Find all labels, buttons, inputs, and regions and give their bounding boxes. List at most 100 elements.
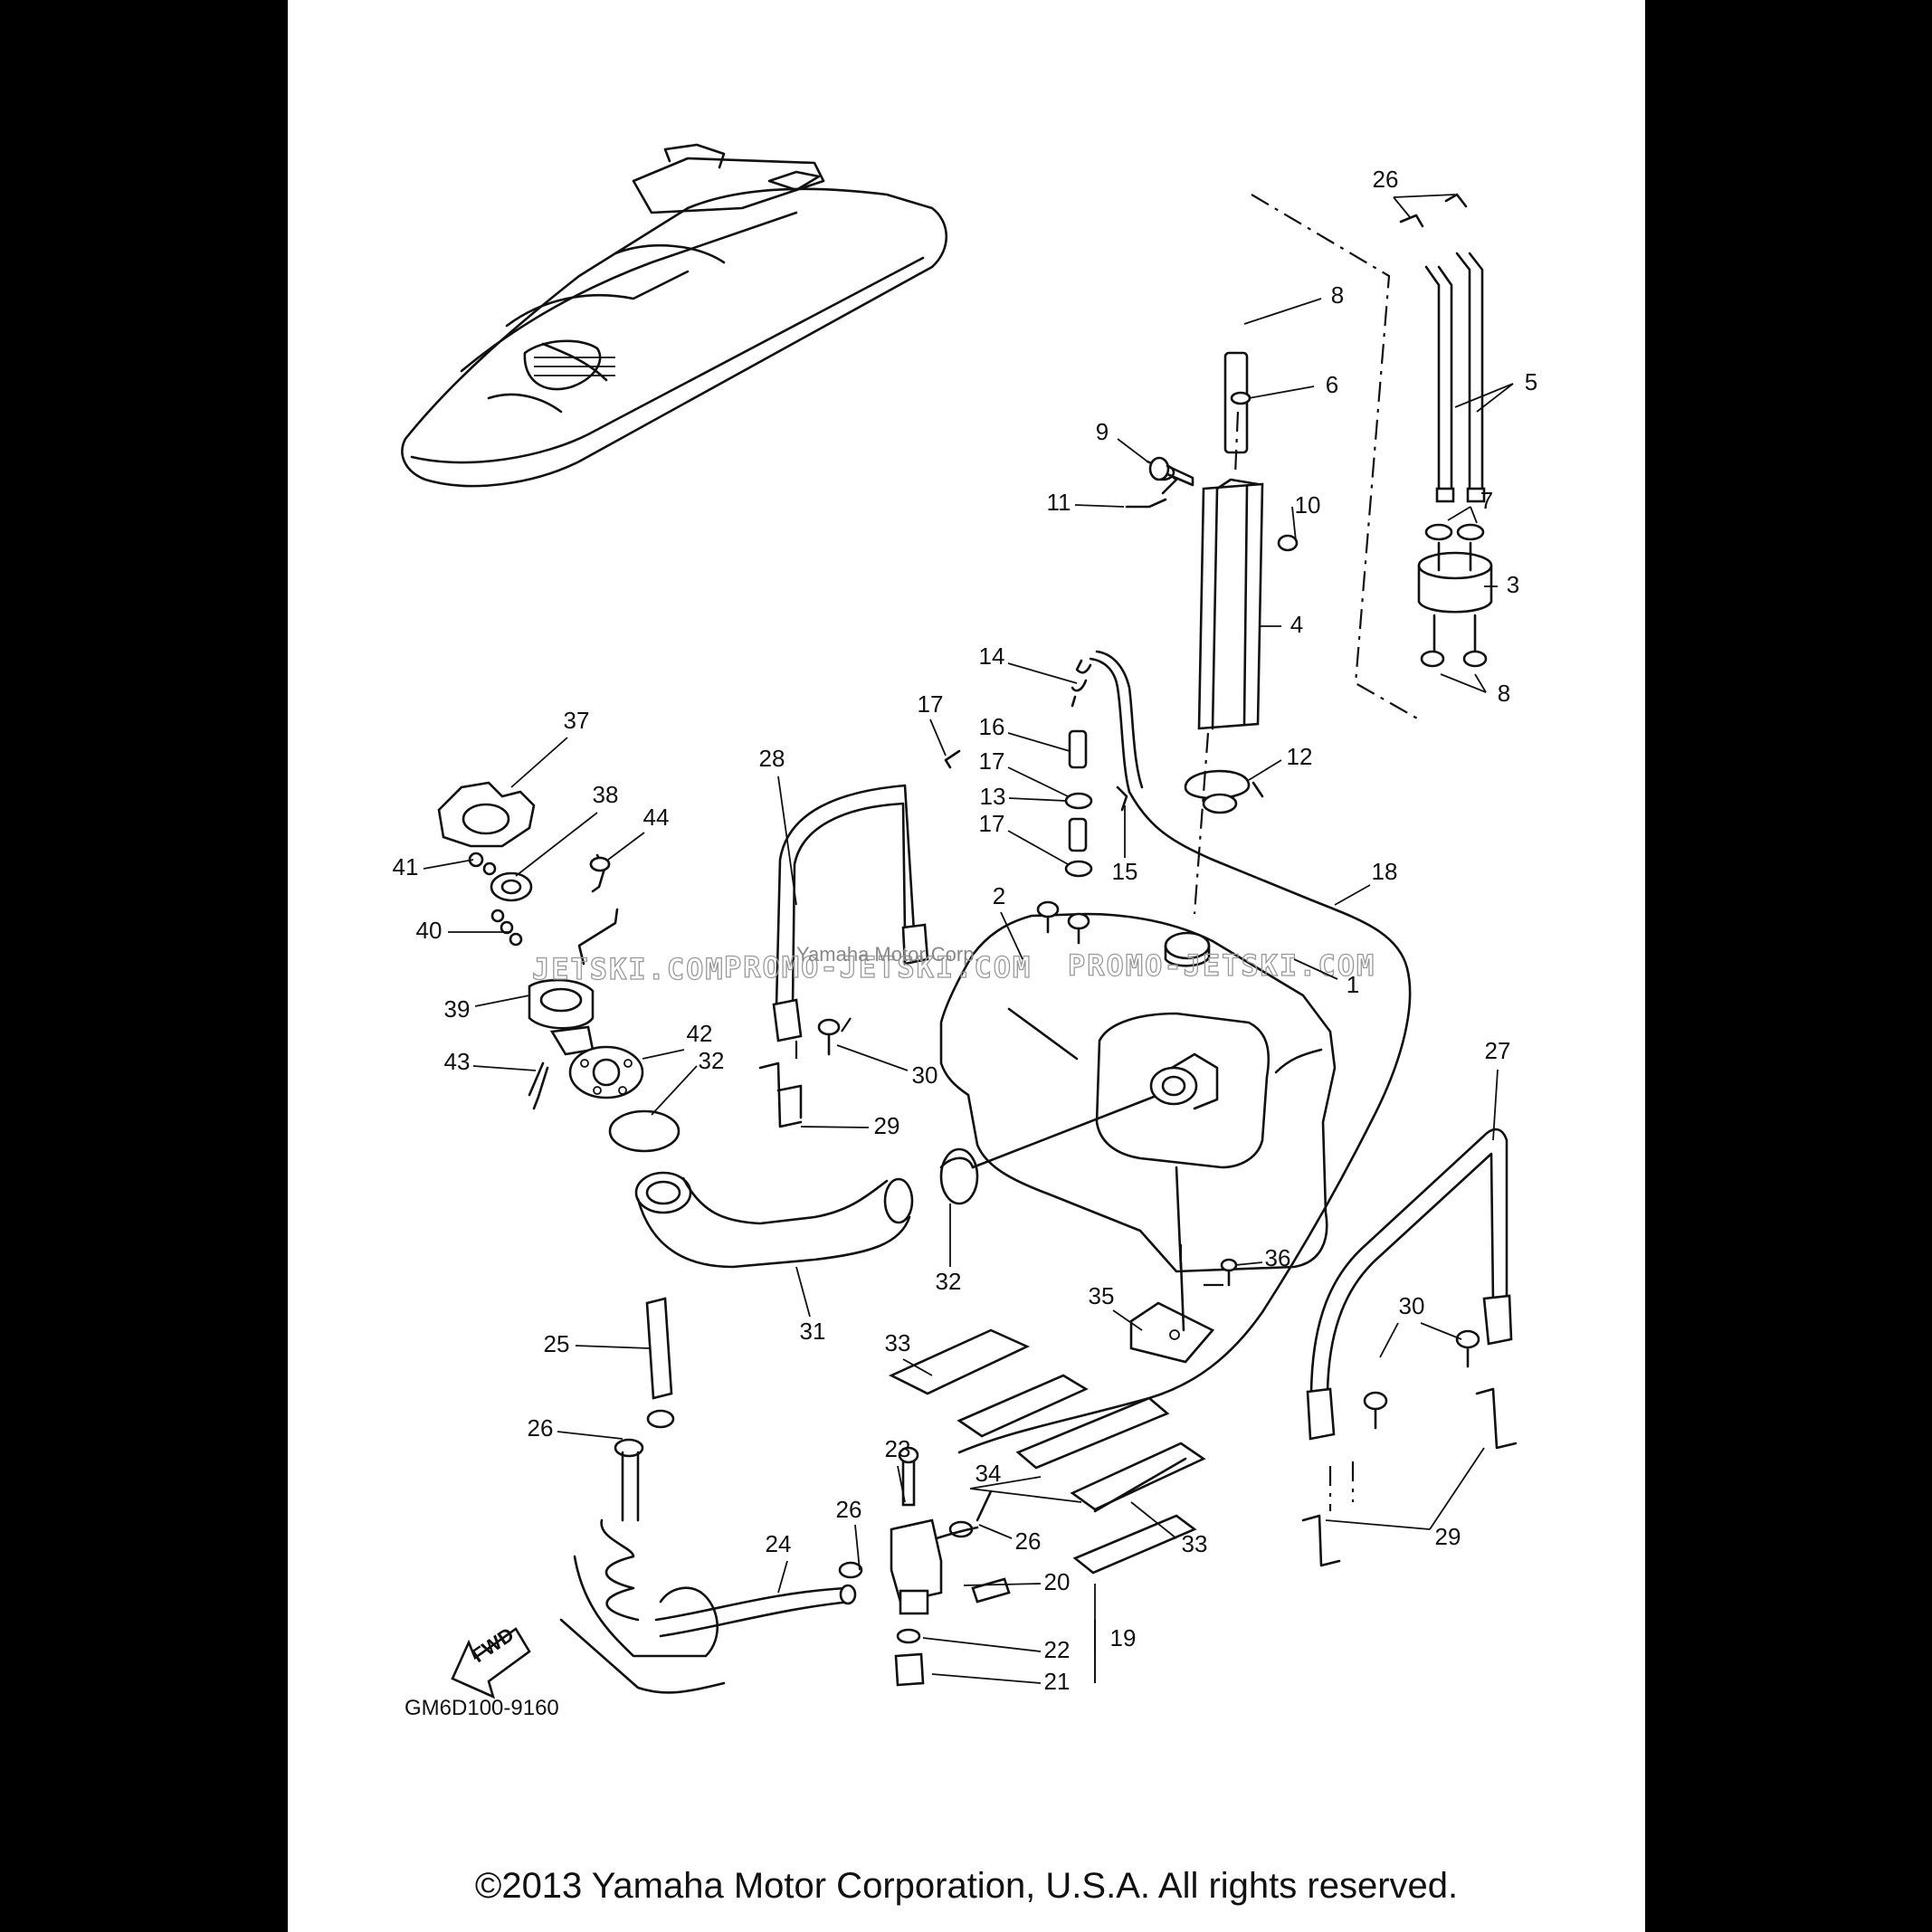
leader-line (472, 1065, 537, 1071)
breather-hose-set (944, 659, 1128, 878)
watercraft-overview (401, 143, 948, 488)
fuel-sender (1417, 523, 1493, 668)
leader-line (1470, 506, 1478, 524)
callout-number: 12 (1287, 743, 1313, 770)
bracket-right (1301, 1128, 1518, 1567)
callout-number: 44 (643, 804, 670, 831)
leader-line (978, 1524, 1013, 1539)
assembly-line-sender (1251, 194, 1420, 720)
callout-number: 24 (766, 1530, 792, 1557)
bracket-left (758, 784, 929, 1128)
callout-number: 19 (1110, 1624, 1137, 1651)
callout-number: 11 (1047, 489, 1071, 516)
leader-line (1325, 1519, 1431, 1530)
leader-line (1420, 1322, 1462, 1340)
leader-line (963, 1583, 1042, 1586)
callout-number: 3 (1507, 571, 1519, 598)
callout-number: 14 (979, 642, 1005, 670)
leader-line (1074, 504, 1125, 508)
leader-line (1393, 194, 1456, 198)
leader-line (969, 1476, 1042, 1489)
leader-line (515, 812, 598, 877)
callout-number: 17 (979, 810, 1005, 837)
callout-number: 4 (1290, 611, 1303, 638)
leader-line (474, 995, 530, 1007)
callout-number: 20 (1044, 1568, 1071, 1595)
fwd-arrow: FWD (451, 1623, 531, 1699)
callout-number: 8 (1331, 281, 1344, 309)
leader-line (607, 832, 645, 861)
leader-line (922, 1637, 1042, 1652)
leader-line (777, 776, 797, 906)
callout-number: 22 (1044, 1636, 1071, 1663)
leader-line (1476, 383, 1514, 413)
callout-number: 37 (564, 707, 590, 734)
bolt-pin-washer (1125, 456, 1299, 552)
leader-line (1492, 1069, 1499, 1141)
callout-number: 31 (800, 1318, 826, 1345)
watermark: JETSKI.COM PROMO-JETSKI.COM Yamaha Motor… (531, 943, 1375, 987)
callout-number: 40 (416, 917, 443, 944)
callout-number: 9 (1096, 418, 1109, 445)
callout-number: 28 (759, 745, 785, 772)
leader-line (1007, 662, 1078, 684)
callout-number: 32 (936, 1268, 962, 1295)
callout-number: 13 (980, 783, 1006, 810)
callout-number: 26 (528, 1414, 554, 1442)
leader-line (1248, 759, 1282, 781)
leader-line (1334, 884, 1371, 906)
leader-line (1393, 196, 1411, 218)
callout-number: 30 (912, 1061, 938, 1089)
callout-number: 21 (1044, 1668, 1071, 1695)
callout-number: 25 (544, 1330, 570, 1357)
callout-number: 26 (1373, 166, 1399, 193)
filler-tube (1146, 351, 1264, 915)
leader-line (836, 1044, 909, 1071)
pads (888, 1328, 1206, 1575)
leader-line (1007, 830, 1069, 865)
leader-line (575, 1345, 651, 1349)
leader-line (902, 1358, 933, 1376)
callout-number: 8 (1498, 680, 1510, 707)
callout-number: 26 (836, 1496, 862, 1523)
callout-number: 23 (885, 1435, 911, 1462)
leader-line (931, 1673, 1042, 1684)
callout-number: 26 (1015, 1528, 1042, 1555)
watermark-vendor: Yamaha Motor Corp. (796, 943, 980, 966)
leader-line (1234, 1261, 1263, 1266)
callout-number: 36 (1265, 1244, 1291, 1271)
diagram-code: GM6D100-9160 (404, 1696, 559, 1720)
callout-number: 43 (444, 1048, 471, 1075)
leader-line (642, 1049, 685, 1060)
callout-number: 1 (1347, 971, 1359, 998)
leader-line (510, 737, 568, 788)
leader-line (969, 1488, 1082, 1503)
leader-line (897, 1465, 906, 1503)
leader-line (1291, 506, 1297, 542)
callout-number: 29 (1435, 1523, 1461, 1550)
leader-line (777, 1560, 788, 1594)
fuel-pipes (1399, 193, 1486, 503)
leader-line (854, 1524, 861, 1571)
callout-number: 16 (979, 713, 1005, 740)
callout-number: 17 (918, 690, 944, 718)
leader-line (1007, 766, 1069, 797)
leader-line (1379, 1322, 1399, 1358)
leader-line (929, 719, 947, 757)
callout-number: 32 (699, 1047, 725, 1074)
callout-number: 33 (1182, 1530, 1208, 1557)
leader-line (1117, 438, 1148, 462)
leader-line (1447, 506, 1471, 521)
callout-number: 35 (1089, 1282, 1115, 1309)
water-separator-group (559, 1297, 1011, 1694)
leader-line (1130, 1501, 1177, 1539)
leader-line (1007, 732, 1071, 752)
callout-number: 33 (885, 1329, 911, 1356)
callout-number: 41 (393, 853, 419, 880)
leader-line (1008, 797, 1067, 802)
leader-line (423, 859, 474, 870)
filler-hose (608, 1095, 1156, 1269)
callout-number: 34 (976, 1460, 1002, 1487)
